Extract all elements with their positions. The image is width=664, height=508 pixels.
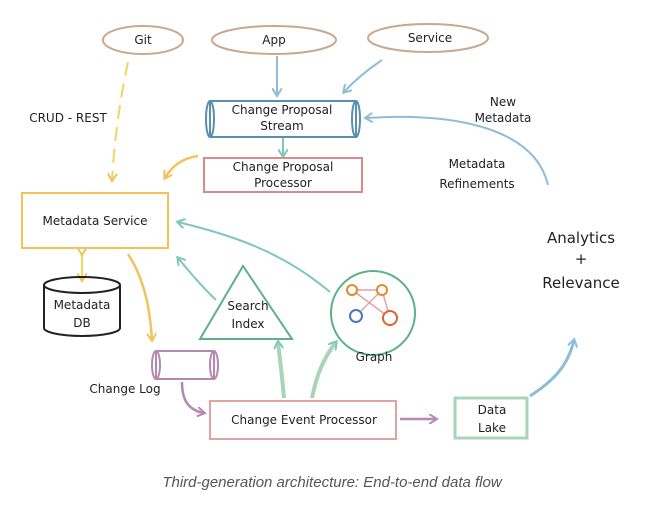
app-source: App <box>211 25 337 55</box>
metadata-service: Metadata Service <box>21 192 169 249</box>
search-index-line2: Index <box>231 317 264 331</box>
analytics-label-line2: + <box>575 250 588 268</box>
figure-caption: Third-generation architecture: End-to-en… <box>162 474 502 491</box>
service-to-changelog-arrow <box>126 253 152 340</box>
graph: Graph <box>330 270 416 364</box>
new-metadata-line2: Metadata <box>475 111 532 125</box>
git-source: Git <box>102 25 184 55</box>
analytics-label-line1: Analytics <box>547 229 615 247</box>
app-label: App <box>262 33 285 47</box>
search-index: Search Index <box>198 264 294 340</box>
data-lake-line1: Data <box>478 403 507 417</box>
git-arrow <box>112 61 129 180</box>
metadata-refinements-line1: Metadata <box>449 157 506 171</box>
service-source: Service <box>367 23 489 53</box>
event-processor-label: Change Event Processor <box>231 413 377 427</box>
service-label: Service <box>408 31 452 45</box>
change-event-processor: Change Event Processor <box>209 400 397 440</box>
search-index-line1: Search <box>227 299 268 313</box>
change-proposal-stream: Change Proposal Stream <box>205 100 361 138</box>
new-metadata-line1: New <box>490 95 516 109</box>
processor-to-service-arrow <box>165 154 199 178</box>
git-label: Git <box>134 33 152 47</box>
event-to-index-arrow <box>278 342 286 399</box>
change-log-label: Change Log <box>89 382 160 396</box>
event-to-graph-arrow <box>310 342 336 399</box>
change-log <box>151 350 219 380</box>
service-arrow <box>344 59 383 92</box>
db-label-line2: DB <box>73 316 90 330</box>
analytics-label-line3: Relevance <box>542 274 619 292</box>
index-to-service-arrow <box>178 258 217 301</box>
crud-rest-label: CRUD - REST <box>29 111 107 125</box>
db-label-line1: Metadata <box>54 298 111 312</box>
stream-label-line2: Stream <box>260 119 303 133</box>
change-proposal-processor: Change Proposal Processor <box>203 157 363 193</box>
graph-label: Graph <box>356 350 393 364</box>
stream-label-line1: Change Proposal <box>232 103 333 117</box>
analytics-relevance: Analytics + Relevance <box>542 229 619 292</box>
analytics-feedback-arrow <box>366 117 549 186</box>
processor-label-line2: Processor <box>254 176 312 190</box>
changelog-to-event-arrow <box>180 381 204 413</box>
processor-label-line1: Change Proposal <box>233 160 334 174</box>
graph-to-service-arrow <box>178 222 331 293</box>
graph-icon <box>346 284 398 326</box>
lake-to-analytics-arrow <box>529 340 574 398</box>
data-lake: Data Lake <box>453 396 529 440</box>
metadata-db: Metadata DB <box>43 276 121 337</box>
metadata-refinements-line2: Refinements <box>439 177 514 191</box>
metadata-service-label: Metadata Service <box>43 214 148 228</box>
data-lake-line2: Lake <box>478 421 506 435</box>
